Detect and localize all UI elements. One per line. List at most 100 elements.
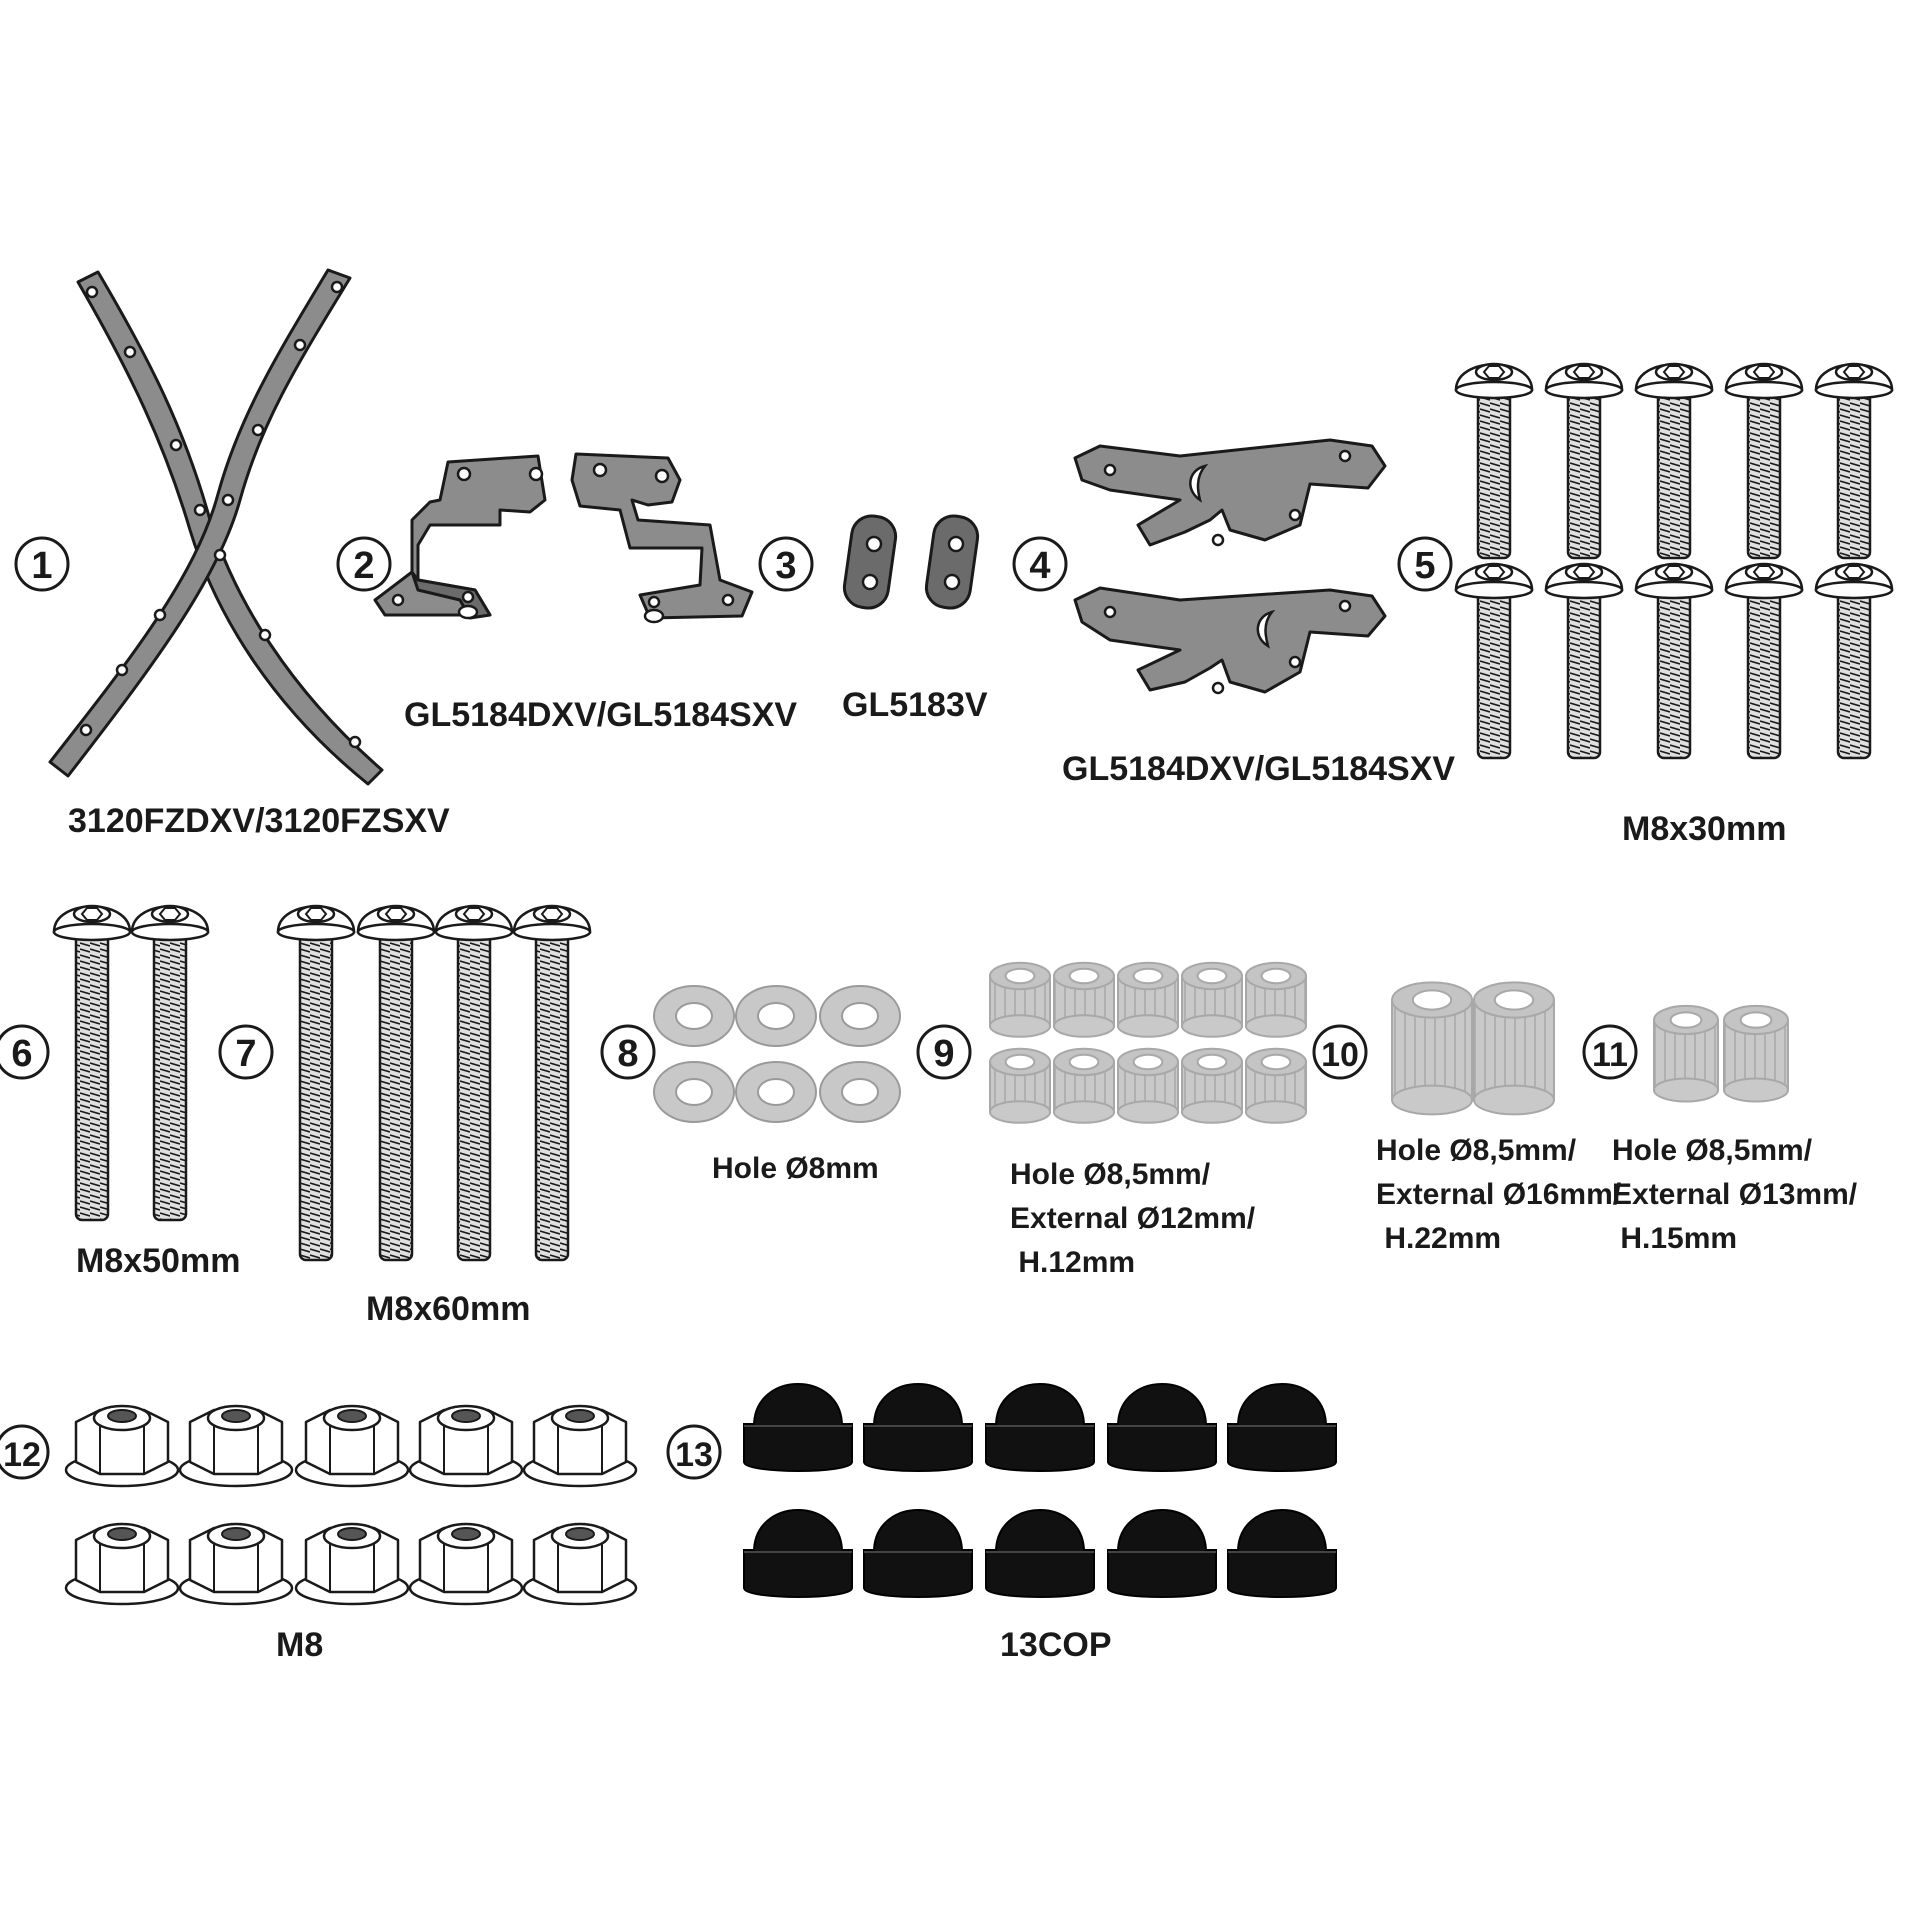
item-3-number-badge: 3 [758,536,814,592]
item-8-label: Hole Ø8mm [712,1152,879,1185]
item-1-label: 3120FZDXV/3120FZSXV [68,802,450,840]
cap-13cop [1227,1509,1337,1598]
item-2-label: GL5184DXV/GL5184SXV [404,696,797,734]
bolt-m8x30 [1724,362,1804,560]
item-9-spacers [989,961,1307,1124]
svg-text:13: 13 [675,1436,713,1474]
bolt-m8x30 [1544,562,1624,760]
item-13-number-badge: 13 [666,1424,722,1480]
item-9-label-line-3: H.12mm [1010,1246,1135,1279]
spacer-15mm [1653,1004,1719,1103]
spacer-12mm [1117,961,1179,1038]
item-10-label-line-3: H.22mm [1376,1222,1501,1255]
nut-m8 [522,1404,638,1488]
bolt-m8x60 [276,904,356,1262]
svg-text:11: 11 [1592,1036,1628,1074]
item-8-washers [653,985,901,1123]
svg-text:7: 7 [235,1033,256,1075]
item-6-bolts [52,904,210,1222]
item-3-label: GL5183V [842,686,988,724]
item-12-number-badge: 12 [0,1424,50,1480]
cap-13cop [863,1509,973,1598]
item-13-caps [743,1383,1337,1598]
item-2-brackets [373,452,754,624]
svg-text:6: 6 [11,1033,32,1075]
item-4-label: GL5184DXV/GL5184SXV [1062,750,1455,788]
item-5-label: M8x30mm [1622,810,1786,848]
item-1-crossbars [48,268,384,786]
nut-m8 [64,1404,180,1488]
item-1-number-badge: 1 [14,536,70,592]
spacer-12mm [1053,1047,1115,1124]
bolt-m8x30 [1454,362,1534,560]
svg-text:8: 8 [617,1033,638,1075]
svg-text:9: 9 [933,1033,954,1075]
svg-text:4: 4 [1029,545,1050,587]
item-9-label-line-1: Hole Ø8,5mm/ [1010,1158,1211,1191]
spacer-12mm [1117,1047,1179,1124]
item-10-label-line-2: External Ø16mm/ [1376,1178,1622,1211]
spacer-15mm [1723,1004,1789,1103]
item-12-label: M8 [276,1626,323,1664]
washer [653,985,735,1047]
spacer-12mm [1245,1047,1307,1124]
item-11-label-line-3: H.15mm [1612,1222,1737,1255]
item-12-nuts [64,1404,638,1606]
item-11-spacers [1653,1004,1789,1103]
nut-m8 [64,1522,180,1606]
item-5-bolts [1454,362,1894,760]
washer [735,1061,817,1123]
spacer-12mm [1245,961,1307,1038]
bolt-m8x60 [356,904,436,1262]
item-4-number-badge: 4 [1012,536,1068,592]
washer [819,985,901,1047]
cap-13cop [743,1383,853,1472]
bolt-m8x60 [434,904,514,1262]
cap-13cop [1227,1383,1337,1472]
spacer-12mm [989,1047,1051,1124]
spacer-22mm [1391,981,1473,1116]
item-10-spacers [1391,981,1555,1116]
svg-text:2: 2 [353,545,374,587]
spacer-12mm [989,961,1051,1038]
item-6-number-badge: 6 [0,1024,50,1080]
item-9-label-line-2: External Ø12mm/ [1010,1202,1256,1235]
nut-m8 [294,1522,410,1606]
item-7-bolts [276,904,592,1262]
spacer-12mm [1181,1047,1243,1124]
bolt-m8x30 [1724,562,1804,760]
spacer-12mm [1053,961,1115,1038]
item-11-label-line-2: External Ø13mm/ [1612,1178,1858,1211]
spacer-22mm [1473,981,1555,1116]
item-6-label: M8x50mm [76,1242,240,1280]
washer [819,1061,901,1123]
item-10-label-line-1: Hole Ø8,5mm/ [1376,1134,1577,1167]
item-7-number-badge: 7 [218,1024,274,1080]
nut-m8 [522,1522,638,1606]
item-9-number-badge: 9 [916,1024,972,1080]
nut-m8 [178,1522,294,1606]
bolt-m8x50 [130,904,210,1222]
item-4-brackets [1073,438,1387,695]
item-2-number-badge: 2 [336,536,392,592]
bolt-m8x30 [1814,562,1894,760]
spacer-12mm [1181,961,1243,1038]
svg-text:1: 1 [31,545,52,587]
bolt-m8x30 [1814,362,1894,560]
cap-13cop [743,1509,853,1598]
item-11-label-line-1: Hole Ø8,5mm/ [1612,1134,1813,1167]
nut-m8 [294,1404,410,1488]
item-8-number-badge: 8 [600,1024,656,1080]
bolt-m8x30 [1544,362,1624,560]
bolt-m8x30 [1454,562,1534,760]
bolt-m8x50 [52,904,132,1222]
item-10-number-badge: 10 [1312,1024,1368,1080]
bolt-m8x60 [512,904,592,1262]
item-3-plates [842,514,980,610]
cap-13cop [1107,1383,1217,1472]
cap-13cop [985,1509,1095,1598]
bolt-m8x30 [1634,562,1714,760]
nut-m8 [178,1404,294,1488]
svg-text:3: 3 [775,545,796,587]
